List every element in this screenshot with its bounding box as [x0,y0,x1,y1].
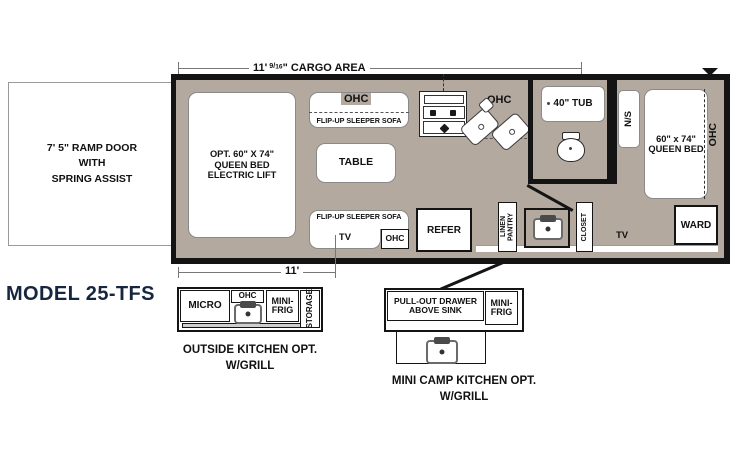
tv-main: TV [309,229,381,249]
outside-mini-frig-line-2: FRIG [271,305,294,315]
interior-dimension-tick-left [178,267,179,278]
mini-camp-mini-frig: MINI- FRIG [485,291,518,325]
cargo-dimension-tick-left [178,62,179,76]
range-burner-3 [439,123,450,134]
pull-out-drawer: PULL-OUT DRAWER ABOVE SINK [387,291,484,321]
garage-queen-bed: OPT. 60" X 74" QUEEN BED ELECTRIC LIFT [188,92,296,238]
mini-camp-kitchen-caption-line-2: W/GRILL [439,390,489,403]
closet: CLOSET [576,202,593,252]
range-vent [424,95,464,104]
galley-unit [524,208,570,248]
pantry-label: PANTRY [507,213,515,241]
toilet-center-dot [569,147,572,150]
sink-bowl-right [489,111,532,152]
garage-bed-line-3: ELECTRIC LIFT [207,170,277,181]
mini-camp-mini-frig-line-2: FRIG [490,307,513,317]
range-burner-1 [430,110,436,116]
tub-drain [547,102,550,105]
bedroom-queen-bed: 60" x 74" QUEEN BED [644,89,708,199]
pull-out-drawer-line-2: ABOVE SINK [409,305,462,315]
cargo-dimension-label: 11' 9/16" CARGO AREA [249,61,370,75]
outside-storage: STORAGE [300,289,320,329]
dinette-table: TABLE [316,143,396,183]
range-burner-2 [450,110,456,116]
linen-label: LINEN [499,216,507,238]
cargo-dimension-tick-right [581,62,582,76]
dimension-leader [335,235,336,271]
grill-icon [533,218,563,240]
toilet [557,138,585,162]
ramp-door-text: 7' 5" RAMP DOOR WITH SPRING ASSIST [47,141,137,187]
outside-kitchen-caption: OUTSIDE KITCHEN OPT. W/GRILL [147,343,353,374]
model-label: MODEL 25-TFS [6,283,155,305]
cargo-dim-suffix: " CARGO AREA [282,62,366,75]
ohc-upper-label: OHC [341,93,372,105]
microwave: MICRO [180,290,230,322]
ohc-lower: OHC [381,229,409,249]
sink-drain-left [476,122,486,132]
bedroom-ohc-dashed-line [704,89,705,199]
mini-camp-kitchen-option: PULL-OUT DRAWER ABOVE SINK MINI- FRIG MI… [384,288,544,403]
wardrobe: WARD [674,205,718,245]
sofa-lower-label: FLIP-UP SLEEPER SOFA [316,212,402,221]
range-hood-duct [443,74,444,91]
pull-out-drawer-line-1: PULL-OUT DRAWER [393,296,478,307]
cargo-dim-frac-den: 16 [275,63,283,71]
ramp-door-line-3: SPRING ASSIST [51,172,133,185]
nightstand-label: N/S [622,111,634,127]
range-burner-grate-front [423,106,465,119]
mini-camp-kitchen-caption-line-1: MINI CAMP KITCHEN OPT. [391,375,537,387]
entry-door-swing [440,258,512,291]
slide-marker-triangle-icon [702,68,718,76]
ramp-door-line-1: 7' 5" RAMP DOOR [46,142,138,155]
garage-bed-line-1: OPT. 60" X 74" [209,149,275,160]
wall-accent-bottom-left [171,258,231,264]
linen-pantry: LINEN PANTRY [498,202,517,252]
mini-camp-kitchen-caption: MINI CAMP KITCHEN OPT. W/GRILL [354,374,574,405]
ramp-door-area: 7' 5" RAMP DOOR WITH SPRING ASSIST [8,82,176,246]
bedroom-bed-line-1: 60" x 74" [656,133,696,144]
bathroom: 40" TUB [528,80,612,184]
bathtub-label: 40" TUB [553,98,593,110]
interior-dimension-label: 11' [281,265,304,277]
closet-label: CLOSET [580,212,588,242]
bedroom-divider-wall [612,80,617,184]
garage-bed-line-2: QUEEN BED [214,159,270,170]
wall-accent-top-left [171,74,231,80]
sink-drain-right [507,127,517,137]
bedroom-floor-strip [476,245,718,252]
sofa-upper-label: FLIP-UP SLEEPER SOFA [316,115,402,125]
outside-kitchen-option: MICRO OHC MINI- FRIG STORAGE OUTSIDE KIT… [177,287,327,377]
nightstand: N/S [618,90,640,148]
cargo-dim-feet: 11' [253,62,268,75]
cooktop-range [419,91,467,137]
outside-grill-icon [234,304,262,324]
coach-shell: OPT. 60" X 74" QUEEN BED ELECTRIC LIFT F… [171,74,730,291]
ohc-bedroom-label: OHC [707,120,719,150]
interior-dimension-tick-right [335,267,336,278]
outside-kitchen-caption-line-2: W/GRILL [225,359,275,372]
tv-bedroom: TV [616,230,629,241]
mini-camp-mini-frig-line-1: MINI- [490,297,513,308]
outside-mini-frig-line-1: MINI- [271,295,294,306]
linen-pantry-stack: LINEN PANTRY [500,203,515,251]
outside-storage-label: STORAGE [304,289,314,329]
mini-camp-grill-icon [426,340,458,364]
cargo-dim-frac-num: 9 [269,61,274,70]
bathtub: 40" TUB [541,86,605,122]
bedroom-bed-line-2: QUEEN BED [648,144,704,154]
interior-dimension-line [178,272,336,273]
ohc-upper-dashed-line [309,112,409,113]
cargo-dimension-line [178,68,582,69]
refrigerator: REFER [416,208,472,252]
ramp-door-line-2: WITH [78,157,106,170]
outside-mini-frig: MINI- FRIG [266,290,299,322]
outside-kitchen-caption-line-1: OUTSIDE KITCHEN OPT. [182,344,318,356]
